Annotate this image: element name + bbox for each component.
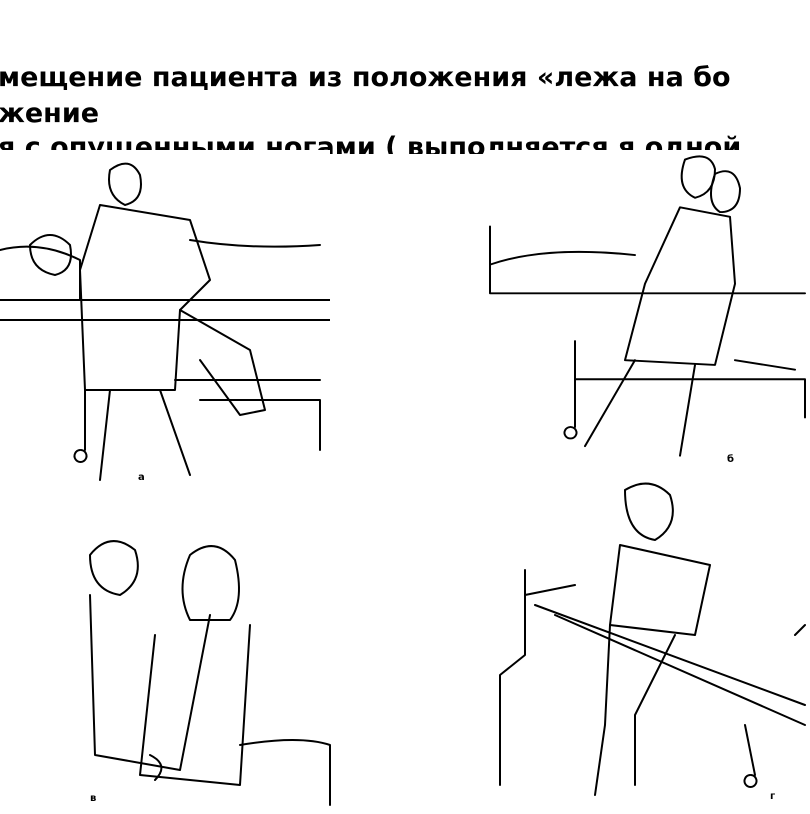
figure-label-b: б [727,454,734,465]
slide-title-line-2: жение [0,98,100,129]
illustration-g: г [495,475,810,810]
figure-label-g: г [770,791,776,802]
figure-label-a: а [138,472,145,483]
figure-label-v: в [90,793,97,804]
illustration-a: а [0,150,331,485]
illustration-b: б [485,150,810,470]
slide-title-line-1: мещение пациента из положения «лежа на б… [0,62,731,93]
illustration-v: в [60,525,340,810]
slide-title-line-3: я с опущенными ногами ( выполняется я од… [0,132,742,154]
